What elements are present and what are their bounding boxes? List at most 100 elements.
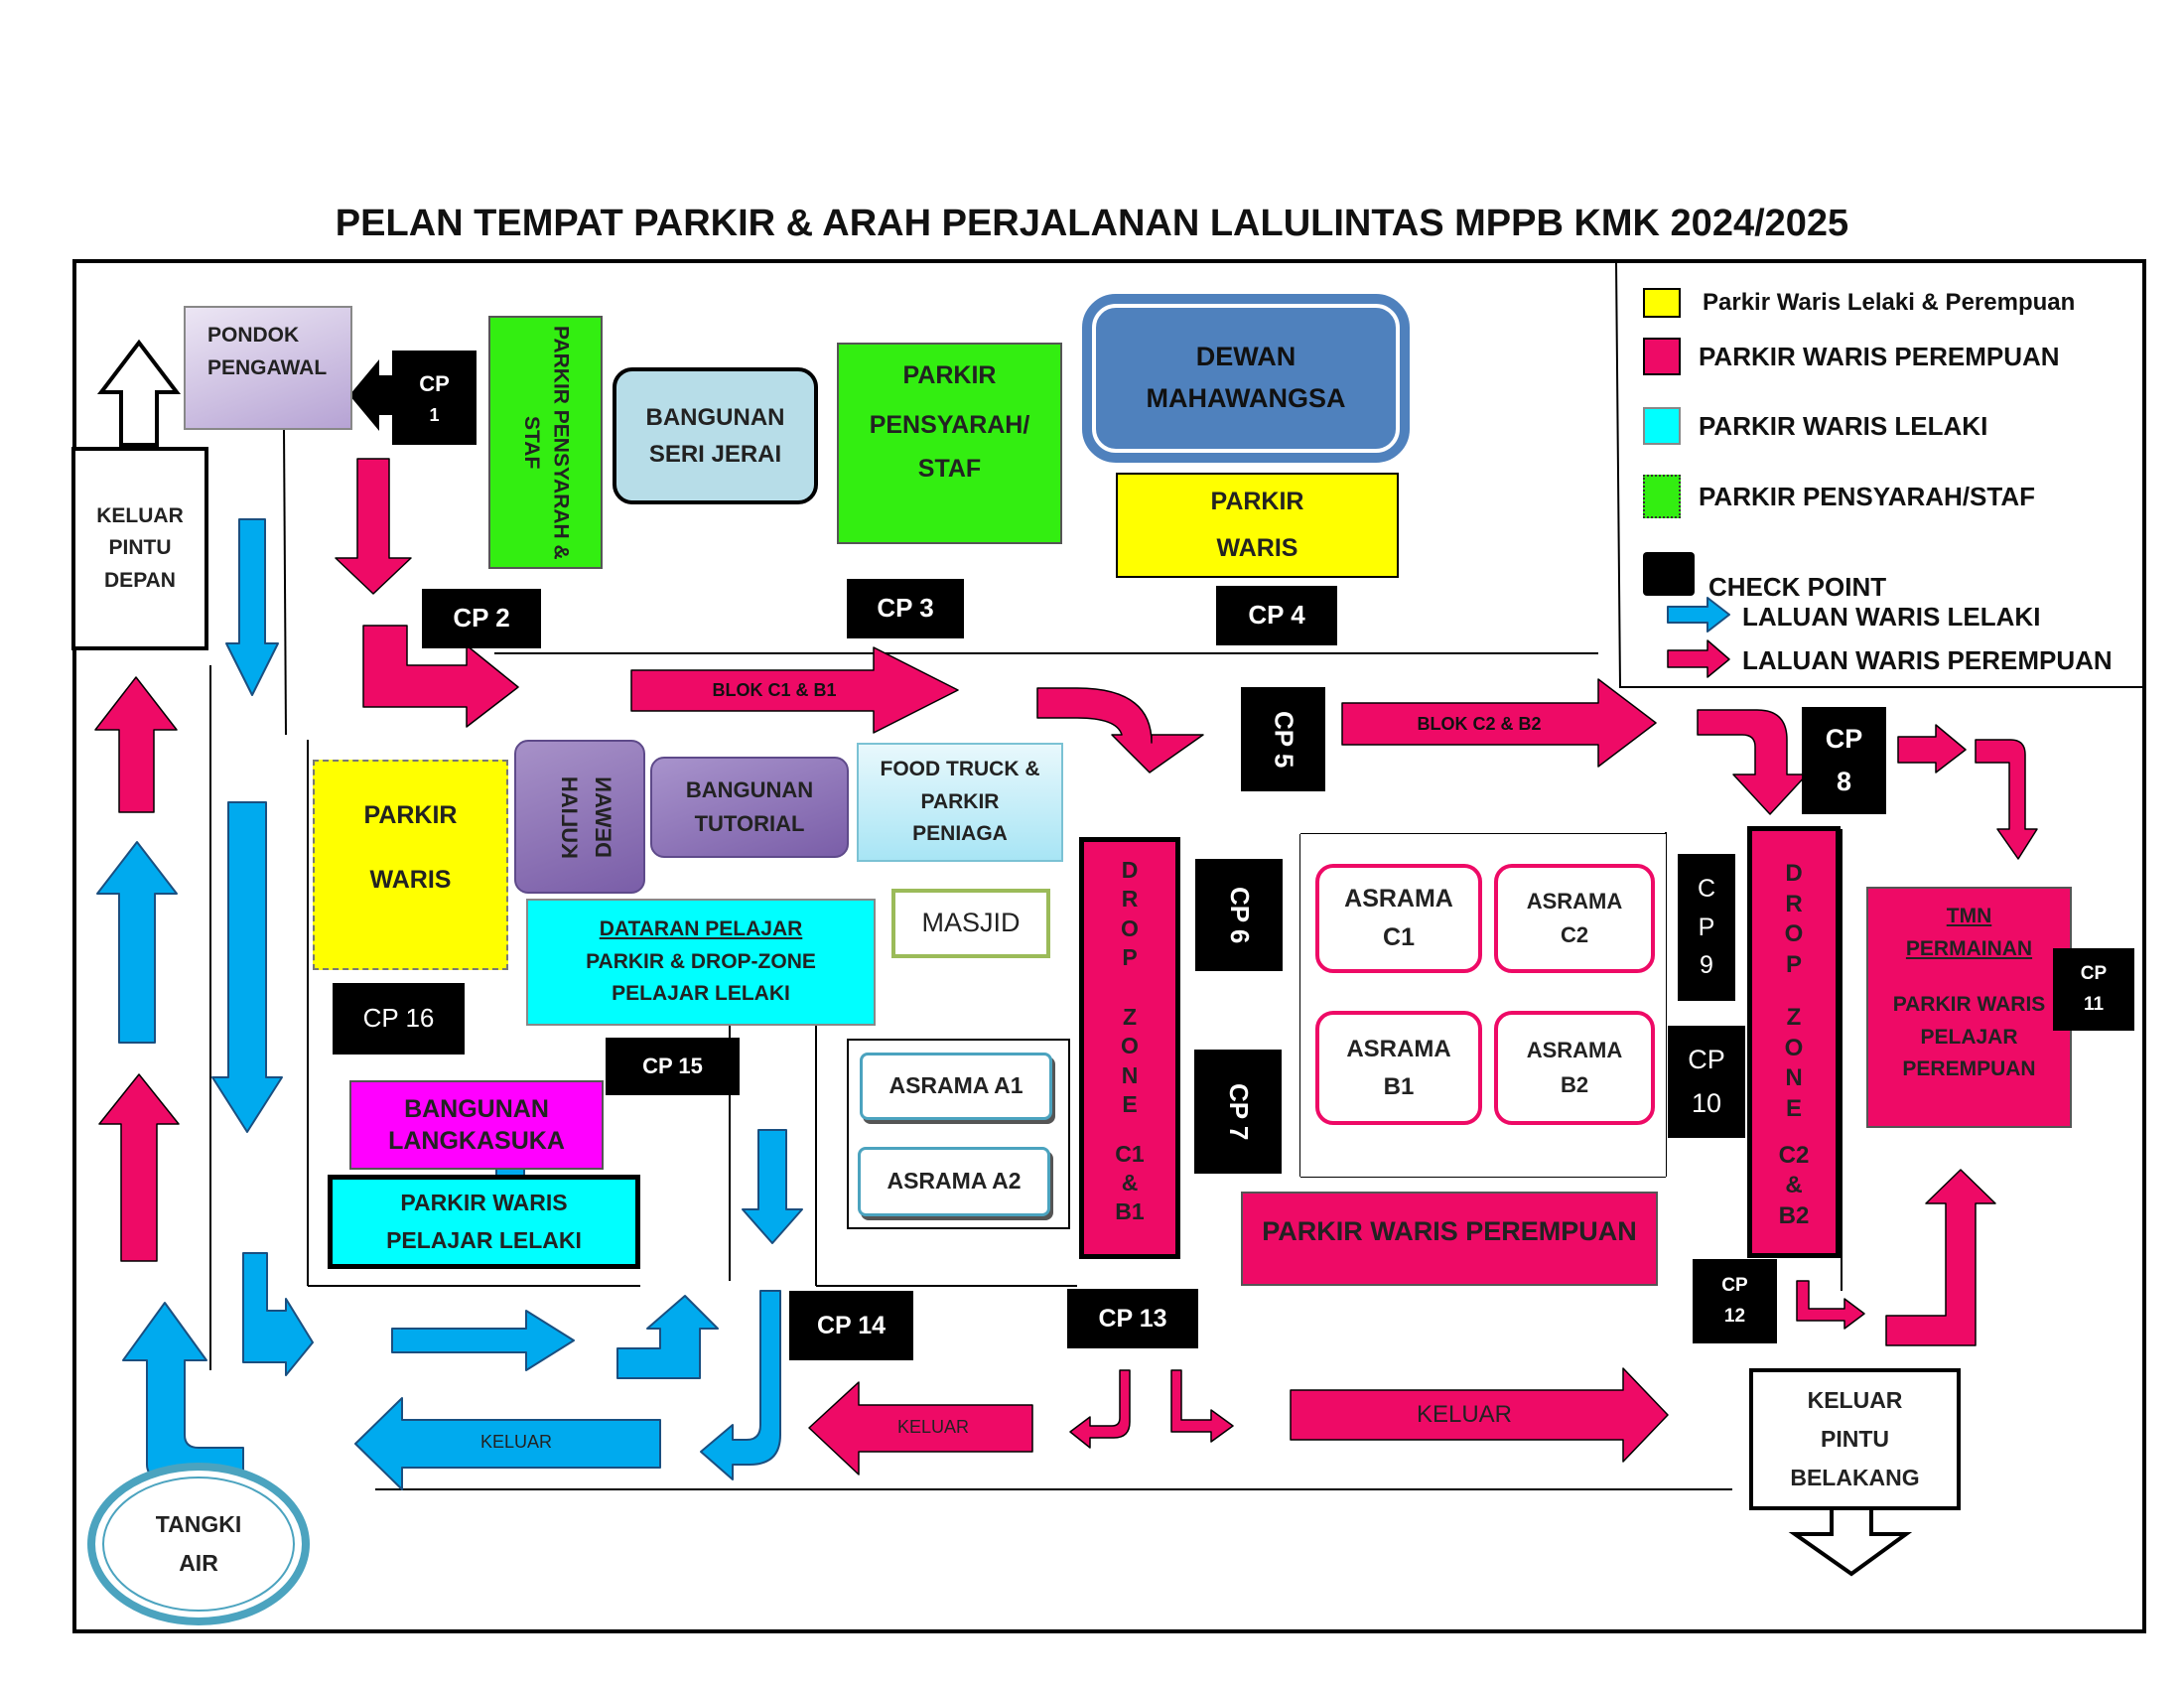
cp8-label: 8 bbox=[1836, 767, 1852, 796]
drop-zone-char: R bbox=[1121, 886, 1139, 913]
checkpoint-2: CP 2 bbox=[422, 589, 541, 648]
parkir-waris-label: PARKIR bbox=[363, 801, 458, 829]
legend-swatch-green bbox=[1643, 475, 1681, 518]
bangunan-langkasuka: BANGUNAN LANGKASUKA bbox=[349, 1080, 604, 1170]
drop-zone-char: D bbox=[1121, 857, 1139, 883]
drop-zone-char: R bbox=[1785, 890, 1803, 917]
dataran-label: PARKIR & DROP-ZONE bbox=[586, 949, 816, 973]
asrama-a2: ASRAMA A2 bbox=[858, 1147, 1050, 1216]
map-title: PELAN TEMPAT PARKIR & ARAH PERJALANAN LA… bbox=[335, 203, 1849, 244]
keluar-depan-label: DEPAN bbox=[104, 568, 176, 592]
keluar-belakang-down-arrow bbox=[1788, 1505, 1913, 1577]
seri-jerai-label: SERI JERAI bbox=[648, 441, 782, 468]
checkpoint-8: CP 8 bbox=[1802, 707, 1886, 814]
pink-arrow-hook-right bbox=[1170, 1369, 1234, 1443]
parkir-pensyarah-v-label: PARKIR PENSYARAH & STAF bbox=[520, 325, 573, 560]
cp9-label: P bbox=[1698, 913, 1715, 941]
pink-arrow-curve-cp8 bbox=[1697, 709, 1808, 815]
cp10-label: 10 bbox=[1691, 1087, 1722, 1118]
keluar-pintu-belakang: KELUAR PINTU BELAKANG bbox=[1749, 1368, 1961, 1510]
drop-zone-char: C2 bbox=[1778, 1141, 1810, 1169]
parkir-lelaki-label: PELAJAR LELAKI bbox=[386, 1226, 582, 1253]
cp1-label: CP bbox=[419, 370, 450, 396]
checkpoint-3: CP 3 bbox=[847, 579, 964, 638]
pink-arrow-down-cp2 bbox=[335, 458, 412, 595]
tmn-permainan-parkir-pelajar-perempuan: TMN PERMAINAN PARKIR WARIS PELAJAR PEREM… bbox=[1866, 887, 2072, 1128]
parkir-waris-left: PARKIR WARIS bbox=[313, 760, 508, 970]
blue-arrow-down-1 bbox=[225, 518, 279, 696]
cp1-label: 1 bbox=[429, 404, 440, 425]
dataran-label: DATARAN PELAJAR bbox=[599, 917, 803, 941]
tangki-air-shape bbox=[87, 1463, 310, 1625]
parkir-waris-label: WARIS bbox=[369, 866, 452, 894]
pink-arrow-hook-left bbox=[1069, 1369, 1131, 1449]
arrow-label-keluar-big: KELUAR bbox=[1416, 1401, 1513, 1429]
keluar-belakang-label: BELAKANG bbox=[1790, 1465, 1920, 1491]
checkpoint-1: CP 1 bbox=[392, 351, 477, 445]
asrama-b1-label: ASRAMA bbox=[1346, 1036, 1451, 1063]
asrama-c1-label: ASRAMA bbox=[1344, 885, 1453, 914]
pink-arrow-keluar-big bbox=[1290, 1367, 1669, 1463]
pondok-label: PONDOK bbox=[207, 324, 300, 347]
keluar-depan-label: KELUAR bbox=[96, 503, 184, 527]
legend-label: LALUAN WARIS LELAKI bbox=[1742, 602, 2041, 632]
keluar-belakang-label: KELUAR bbox=[1807, 1386, 1903, 1413]
tutorial-label: TUTORIAL bbox=[694, 811, 805, 836]
tmn-label: TMN bbox=[1946, 905, 1992, 927]
checkpoint-10: CP 10 bbox=[1668, 1026, 1745, 1138]
bangunan-tutorial: BANGUNAN TUTORIAL bbox=[650, 757, 849, 858]
drop-zone-char: B2 bbox=[1778, 1202, 1810, 1230]
drop-zone-char: P bbox=[1122, 944, 1138, 971]
checkpoint-9: C P 9 bbox=[1678, 854, 1735, 1001]
dewan-mahawangsa: DEWAN MAHAWANGSA bbox=[1082, 294, 1410, 463]
blue-arrow-up-left-col bbox=[96, 841, 178, 1044]
keluar-pintu-depan: KELUAR PINTU DEPAN bbox=[71, 447, 208, 650]
arrow-label-blok-c1-b1: BLOK C1 & B1 bbox=[712, 680, 837, 701]
asrama-a1: ASRAMA A1 bbox=[860, 1053, 1052, 1120]
asrama-c1: ASRAMA C1 bbox=[1315, 864, 1482, 973]
blue-arrow-down-2 bbox=[742, 1129, 803, 1244]
langkasuka-label: LANGKASUKA bbox=[388, 1127, 565, 1155]
checkpoint-15: CP 15 bbox=[606, 1038, 740, 1095]
parkir-perempuan-label: PARKIR WARIS PEREMPUAN bbox=[1262, 1216, 1637, 1246]
asrama-c2-label: C2 bbox=[1560, 922, 1589, 947]
legend-swatch-black bbox=[1643, 551, 1695, 596]
drop-zone-char: O bbox=[1784, 920, 1804, 948]
asrama-a2-label: ASRAMA A2 bbox=[887, 1168, 1022, 1195]
pondok-label: PENGAWAL bbox=[207, 355, 328, 379]
drop-zone-char: D bbox=[1785, 860, 1803, 887]
drop-zone-c2-b2: D R O P Z O N E C2 & B2 bbox=[1747, 826, 1841, 1258]
pink-arrow-blok-c1 bbox=[630, 646, 959, 734]
pondok-pengawal: PONDOK PENGAWAL bbox=[184, 306, 352, 430]
blue-arrow-curve-up bbox=[122, 1302, 244, 1485]
seri-jerai-label: BANGUNAN bbox=[645, 403, 785, 431]
drop-zone-char: Z bbox=[1786, 1003, 1802, 1031]
legend-swatch-yellow bbox=[1643, 288, 1681, 318]
tangki-air-inner-ring bbox=[102, 1477, 295, 1612]
drop-zone-char: C1 bbox=[1115, 1140, 1145, 1167]
asrama-b1: ASRAMA B1 bbox=[1315, 1011, 1482, 1125]
dewan-kuliah-label: DEWAN KULIAH bbox=[556, 774, 615, 859]
map-border bbox=[72, 259, 2146, 1633]
legend-frame bbox=[1615, 260, 2144, 688]
pink-arrow-up-col-2 bbox=[98, 1073, 180, 1262]
checkpoint-14: CP 14 bbox=[789, 1291, 913, 1360]
checkpoint-5: CP 5 bbox=[1241, 687, 1325, 791]
legend-label: Parkir Waris Lelaki & Perempuan bbox=[1703, 289, 2076, 316]
parkir-waris-label: WARIS bbox=[1216, 534, 1298, 563]
cp9-label: C bbox=[1697, 874, 1716, 903]
drop-zone-char: P bbox=[1785, 951, 1802, 979]
pink-arrow-turn-right bbox=[362, 625, 519, 728]
drop-zone-c1-b1: D R O P Z O N E C1 & B1 bbox=[1079, 837, 1180, 1259]
cp8-label: CP bbox=[1825, 723, 1863, 754]
food-truck-label: PARKIR bbox=[920, 789, 1000, 813]
drop-zone-char: O bbox=[1784, 1034, 1804, 1061]
checkpoint-13: CP 13 bbox=[1067, 1289, 1198, 1348]
checkpoint-4: CP 4 bbox=[1216, 586, 1337, 645]
asrama-a1-label: ASRAMA A1 bbox=[888, 1072, 1024, 1099]
bangunan-seri-jerai: BANGUNAN SERI JERAI bbox=[613, 367, 818, 504]
blue-arrow-curl-left bbox=[700, 1290, 781, 1480]
masjid: MASJID bbox=[891, 889, 1050, 958]
drop-zone-char: Z bbox=[1122, 1003, 1138, 1030]
tangki-air: TANGKI AIR bbox=[129, 1494, 268, 1594]
